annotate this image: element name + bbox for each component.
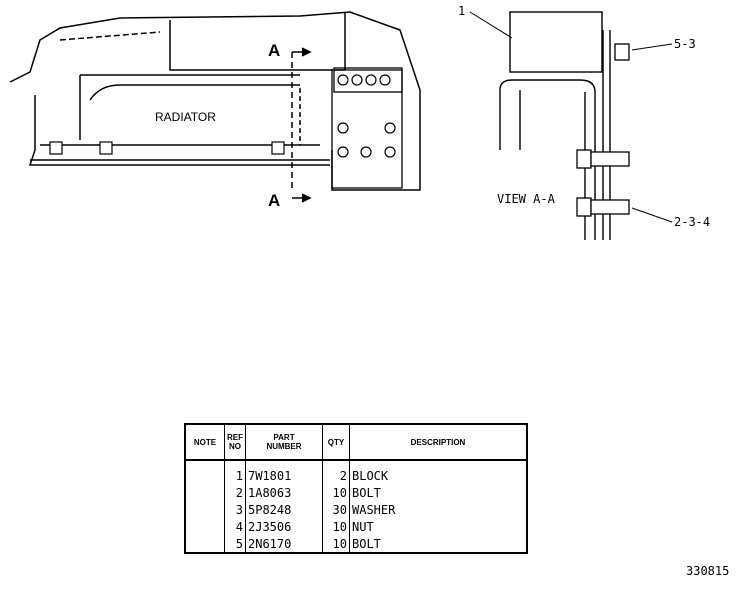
table-row: 3 5P8248 30 WASHER xyxy=(185,501,527,518)
description: WASHER xyxy=(352,502,396,517)
quantity: 10 xyxy=(322,535,350,553)
ref-no: 3 xyxy=(224,501,246,518)
part-number: 7W1801 xyxy=(245,467,323,484)
description: BLOCK xyxy=(352,468,389,483)
mounting-plate xyxy=(331,67,403,189)
part-number: 5P8248 xyxy=(245,501,323,518)
part-number: 2N6170 xyxy=(245,535,323,553)
description: BOLT xyxy=(352,485,381,500)
table-row: 2 1A8063 10 BOLT xyxy=(185,484,527,501)
table-row: 5 2N6170 10 BOLT xyxy=(185,535,527,553)
description: NUT xyxy=(352,519,374,534)
quantity: 30 xyxy=(322,501,350,518)
lower-bolts xyxy=(49,141,285,155)
quantity: 2 xyxy=(322,467,350,484)
section-marker-top: A xyxy=(268,41,280,60)
description: BOLT xyxy=(352,536,381,551)
radiator-label: RADIATOR xyxy=(155,110,216,124)
view-fasteners xyxy=(576,43,630,217)
drawing-number: 330815 xyxy=(686,564,730,578)
plate-bolt-heads xyxy=(337,74,396,158)
callout-2-3-4: 2-3-4 xyxy=(674,215,710,229)
radiator-assembly xyxy=(9,11,421,191)
callout-5-3: 5-3 xyxy=(674,37,696,51)
section-marker-bottom: A xyxy=(268,191,280,210)
ref-no: 1 xyxy=(224,467,246,484)
part-number: 1A8063 xyxy=(245,484,323,501)
ref-no: 2 xyxy=(224,484,246,501)
table-row: 4 2J3506 10 NUT xyxy=(185,518,527,535)
header-description: DESCRIPTION xyxy=(349,424,527,461)
view-label: VIEW A-A xyxy=(497,192,556,206)
section-line xyxy=(291,47,312,203)
header-note: NOTE xyxy=(185,424,225,461)
leader-lines xyxy=(469,11,673,223)
quantity: 10 xyxy=(322,484,350,501)
header-qty: QTY xyxy=(322,424,350,461)
table-row: 1 7W1801 2 BLOCK xyxy=(185,467,527,484)
ref-no: 5 xyxy=(224,535,246,553)
ref-no: 4 xyxy=(224,518,246,535)
quantity: 10 xyxy=(322,518,350,535)
callout-1: 1 xyxy=(458,4,465,18)
part-number: 2J3506 xyxy=(245,518,323,535)
